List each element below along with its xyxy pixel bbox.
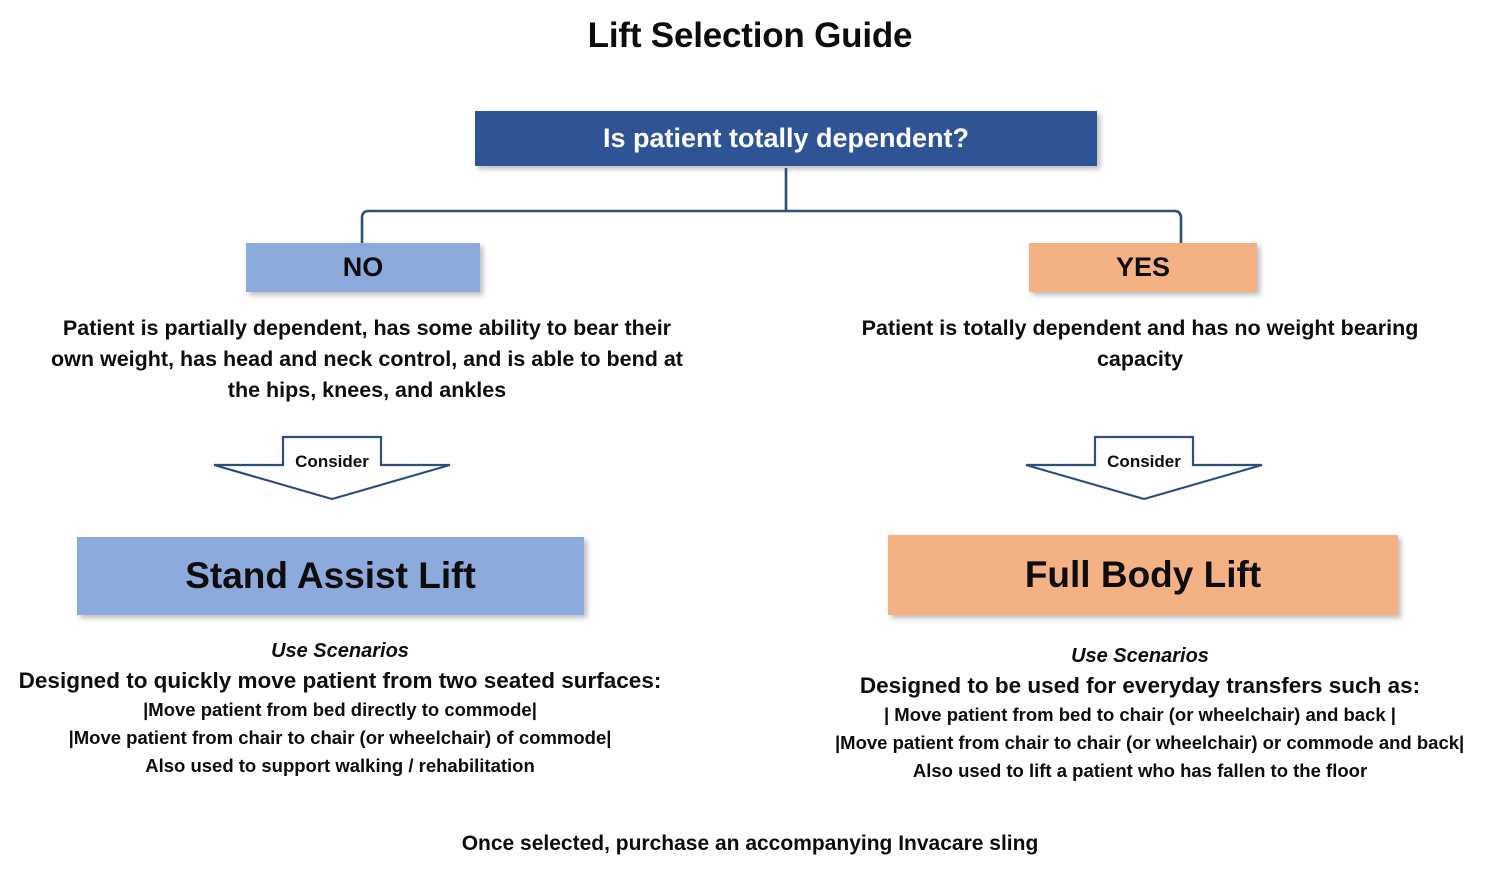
use-scenarios-right: Use Scenarios Designed to be used for ev… — [835, 645, 1465, 784]
branch-label-yes: YES — [1115, 252, 1171, 282]
connector-to-no — [360, 209, 786, 244]
footer-note: Once selected, purchase an accompanying … — [461, 832, 1039, 855]
use-scenarios-item: | Move patient from bed to chair (or whe… — [883, 704, 1396, 725]
use-scenarios-item: Also used to support walking / rehabilit… — [145, 754, 535, 776]
connector-to-yes — [786, 209, 1183, 244]
consider-label-left: Consider — [295, 452, 369, 471]
use-scenarios-item: Also used to lift a patient who has fall… — [912, 759, 1368, 781]
result-label-stand-assist-lift: Stand Assist Lift — [185, 555, 476, 596]
branch-description-no: Patient is partially dependent, has some… — [51, 316, 683, 403]
branch-description-yes: Patient is totally dependent and has no … — [861, 316, 1419, 372]
consider-arrow-left: Consider — [211, 434, 453, 502]
use-scenarios-lead-left: Designed to quickly move patient from tw… — [18, 668, 662, 693]
result-box-full-body-lift[interactable]: Full Body Lift — [888, 535, 1398, 615]
page-title: Lift Selection Guide — [587, 16, 913, 55]
consider-label-right: Consider — [1107, 452, 1181, 471]
use-scenarios-heading-left: Use Scenarios — [271, 640, 409, 662]
decision-box[interactable]: Is patient totally dependent? — [475, 111, 1097, 166]
use-scenarios-lead-right: Designed to be used for everyday transfe… — [859, 673, 1421, 698]
use-scenarios-heading-right: Use Scenarios — [1071, 645, 1209, 667]
use-scenarios-item: |Move patient from chair to chair (or wh… — [68, 726, 612, 748]
use-scenarios-item: |Move patient from chair to chair (or wh… — [835, 731, 1465, 753]
consider-arrow-right: Consider — [1023, 434, 1265, 502]
use-scenarios-left: Use Scenarios Designed to quickly move p… — [10, 640, 670, 779]
decision-question: Is patient totally dependent? — [602, 123, 970, 153]
result-label-full-body-lift: Full Body Lift — [1024, 554, 1262, 595]
down-block-arrow-icon — [213, 435, 451, 501]
result-box-stand-assist-lift[interactable]: Stand Assist Lift — [77, 537, 584, 615]
branch-box-yes[interactable]: YES — [1029, 243, 1257, 292]
branch-box-no[interactable]: NO — [246, 243, 480, 292]
branch-label-no: NO — [342, 252, 384, 282]
down-block-arrow-icon — [1025, 435, 1263, 501]
use-scenarios-item: |Move patient from bed directly to commo… — [143, 699, 537, 720]
